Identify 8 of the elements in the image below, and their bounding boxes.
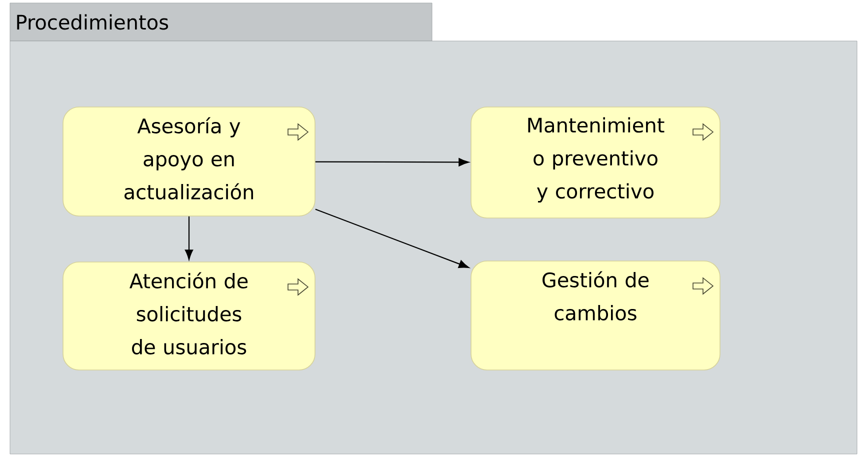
process-box: Atención de solicitudes de usuarios — [62, 262, 316, 370]
node-label: Procedimientos — [17, 14, 168, 30]
process-box: Asesoría y apoyo en actualización — [62, 106, 316, 216]
arrow — [315, 158, 469, 166]
arrow — [184, 216, 194, 260]
process-box: Gestión de cambios — [470, 260, 720, 370]
process-box: Mantenimient o preventivo y correctivo — [470, 106, 720, 218]
arrow — [315, 208, 470, 268]
